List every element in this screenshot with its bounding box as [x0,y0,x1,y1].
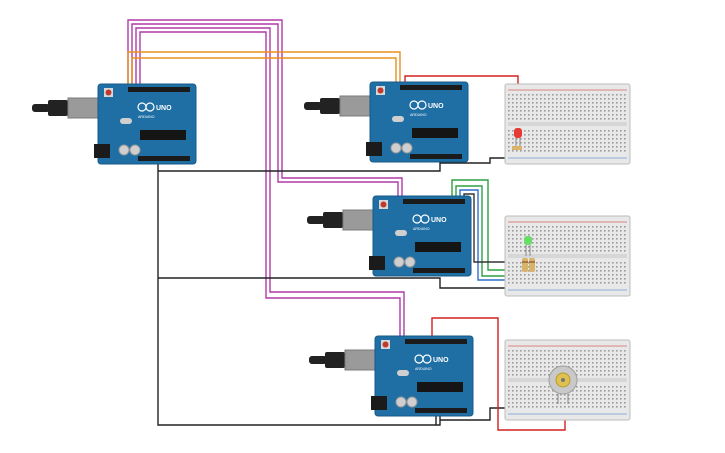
wire-ground-branch-3 [440,407,512,421]
wire-green-1 [451,179,524,271]
board-model-label: UNO [428,103,444,110]
board-brand-label: ARDUINO [138,115,155,119]
board-brand-label: ARDUINO [415,367,432,371]
capacitor [406,396,418,408]
power-plug [32,104,50,112]
capacitor [401,142,413,154]
usb-connector [344,349,378,371]
analog-header [138,156,190,161]
board-model-label: UNO [156,105,172,112]
wire-orange-2 [131,57,397,88]
digital-header [128,87,190,92]
breadboard-1 [504,83,631,165]
usb-connector [67,97,101,119]
wires [127,19,566,431]
wire-magenta-2 [131,23,399,198]
dc-motor [548,365,578,404]
board-brand-label: ARDUINO [410,113,427,117]
wire-blue-1 [459,189,532,281]
wire-magenta-1 [127,19,403,198]
wire-magenta-3 [135,27,405,338]
analog-header [410,154,462,159]
digital-header [403,199,465,204]
power-plug [307,216,325,224]
analog-header [413,268,465,273]
resistors [522,258,535,272]
green-led [524,236,532,256]
capacitor [393,256,405,268]
crystal [120,118,132,124]
wire-dark-1 [463,193,520,263]
crystal [395,230,407,236]
microcontroller-chip [140,130,186,140]
capacitor [404,256,416,268]
capacitor [395,396,407,408]
breadboard-2 [504,215,631,297]
breadboard-holes [508,226,626,284]
breadboard-holes [508,94,626,152]
power-plug [304,102,322,110]
power-plug [309,356,327,364]
board-model-label: UNO [431,217,447,224]
wire-ground-main [157,162,441,426]
red-led [512,128,522,150]
capacitor [390,142,402,154]
microcontroller-chip [417,382,463,392]
digital-header [405,339,467,344]
wire-green-2 [455,185,530,277]
wire-red-motor [431,317,566,431]
board-pcb [369,81,469,163]
digital-header [400,85,462,90]
barrel-jack [371,396,387,410]
capacitor [129,144,141,156]
board-model-label: UNO [433,357,449,364]
crystal [392,116,404,122]
wire-ground-branch-1 [158,157,510,172]
microcontroller-chip [412,128,458,138]
board-pcb [97,83,197,165]
board-pcb [372,195,472,277]
crystal [397,370,409,376]
wire-ground-branch-2 [158,277,508,289]
wire-orange-1 [127,51,401,88]
barrel-jack [366,142,382,156]
wire-magenta-4 [139,31,401,338]
microcontroller-chip [415,242,461,252]
analog-header [415,408,467,413]
capacitor [118,144,130,156]
usb-connector [339,95,373,117]
board-pcb [374,335,474,417]
barrel-jack [369,256,385,270]
usb-connector [342,209,376,231]
barrel-jack [94,144,110,158]
board-brand-label: ARDUINO [413,227,430,231]
